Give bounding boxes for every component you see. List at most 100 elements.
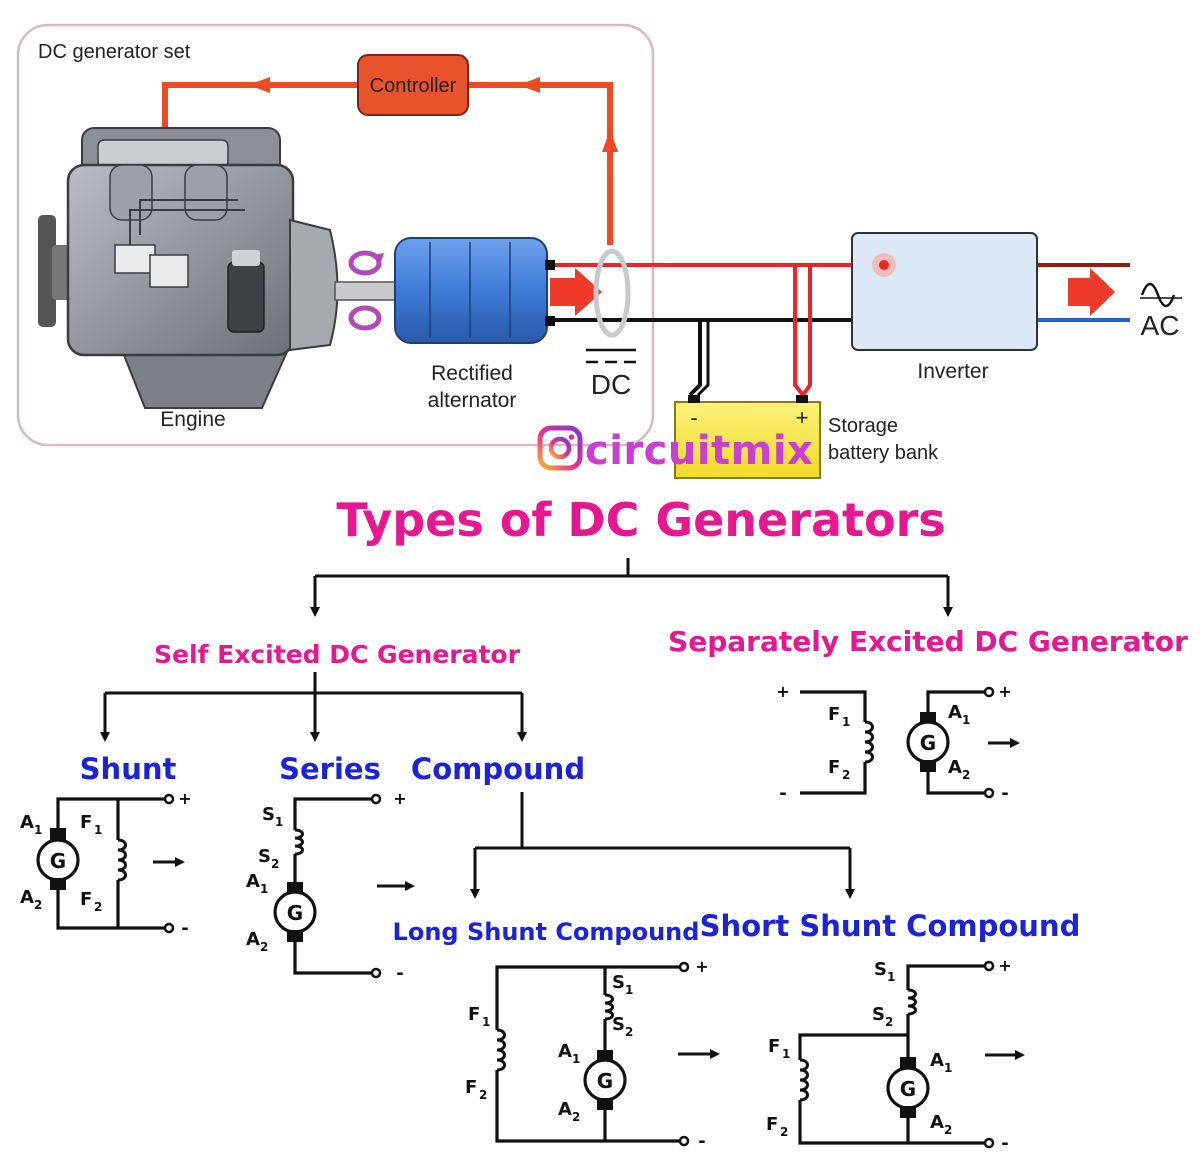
generator-set-label: DC generator set (38, 41, 191, 63)
terminal-label: F (768, 1036, 780, 1057)
engine-illustration (38, 127, 406, 409)
long-shunt-label: Long Shunt Compound (393, 918, 700, 946)
terminal-subscript: 2 (94, 900, 102, 914)
minus-sign: - (1001, 1133, 1008, 1154)
terminal-label: S (258, 846, 271, 867)
shunt-label: Shunt (80, 752, 177, 786)
separately-excited-label: Separately Excited DC Generator (668, 625, 1188, 658)
terminal-subscript: 2 (885, 1015, 893, 1029)
ac-label: AC (1141, 310, 1180, 341)
terminal-subscript: 1 (782, 1047, 790, 1061)
dc-wiring (550, 248, 1038, 397)
plus-sign: + (178, 789, 191, 808)
controller-box (357, 54, 469, 116)
plus-sign: + (998, 956, 1011, 975)
terminal-subscript: 2 (842, 768, 850, 782)
instagram-icon (537, 425, 583, 471)
controller-label: Controller (370, 75, 457, 97)
terminal-label: A (930, 1050, 944, 1071)
terminal-subscript: 2 (572, 1110, 580, 1124)
terminal-subscript: 2 (479, 1088, 487, 1102)
battery-minus: - (690, 405, 697, 430)
terminal-label: A (20, 812, 34, 833)
plus-sign: + (998, 682, 1011, 701)
short-shunt-label: Short Shunt Compound (700, 909, 1081, 943)
gen-symbol: G (597, 1069, 613, 1093)
plus-sign: + (776, 682, 789, 701)
terminal-subscript: 1 (962, 713, 970, 727)
terminal-subscript: 2 (962, 768, 970, 782)
types-title: Types of DC Generators (336, 493, 945, 547)
inverter-label: Inverter (917, 360, 988, 383)
terminal-subscript: 2 (625, 1025, 633, 1039)
gen-symbol: G (287, 901, 303, 925)
terminal-label: A (558, 1099, 572, 1120)
terminal-subscript: 2 (780, 1125, 788, 1139)
shunt-schematic: G + - A 1 A 2 F 1 F 2 (20, 789, 192, 939)
terminal-label: S (612, 972, 625, 993)
terminal-subscript: 2 (271, 857, 279, 871)
minus-sign: - (698, 1131, 705, 1152)
terminal-label: F (80, 889, 92, 910)
classification-tree (100, 558, 953, 899)
terminal-subscript: 2 (944, 1123, 952, 1137)
terminal-subscript: 2 (34, 898, 42, 912)
alternator-label-2: alternator (428, 389, 517, 412)
dc-label: DC (591, 369, 631, 400)
plus-sign: + (393, 789, 406, 808)
minus-sign: - (396, 963, 403, 984)
battery-bank: - + (674, 395, 821, 479)
plus-sign: + (695, 957, 708, 976)
generator-set-diagram: DC generator set Controller (16, 23, 1182, 479)
terminal-subscript: 1 (482, 1015, 490, 1029)
terminal-label: S (612, 1014, 625, 1035)
battery-label-1: Storage (828, 415, 898, 437)
ac-sine-icon (1140, 282, 1182, 308)
battery-label-2: battery bank (828, 442, 939, 464)
engine-label: Engine (160, 408, 225, 431)
battery-plus: + (796, 405, 809, 430)
terminal-label: A (558, 1041, 572, 1062)
terminal-label: F (828, 704, 840, 725)
watermark-text: circuitmix (585, 428, 813, 474)
terminal-label: S (262, 804, 275, 825)
inverter (851, 232, 1130, 351)
terminal-subscript: 1 (842, 715, 850, 729)
self-excited-label: Self Excited DC Generator (154, 640, 521, 669)
terminal-label: F (766, 1114, 778, 1135)
terminal-label: A (948, 757, 962, 778)
short-shunt-schematic: G + - S 1 S 2 F 1 F 2 A 1 A 2 (766, 956, 1025, 1154)
terminal-label: F (468, 1004, 480, 1025)
terminal-subscript: 1 (34, 823, 42, 837)
terminal-subscript: 1 (275, 815, 283, 829)
gen-symbol: G (900, 1077, 916, 1101)
minus-sign: - (779, 783, 786, 804)
terminal-subscript: 2 (260, 940, 268, 954)
minus-sign: - (1001, 783, 1008, 804)
terminal-subscript: 1 (260, 882, 268, 896)
series-label: Series (279, 752, 381, 786)
alternator-illustration (394, 237, 555, 344)
series-schematic: G + - S 1 S 2 A 1 A 2 (246, 789, 415, 984)
terminal-label: F (80, 812, 92, 833)
separately-excited-schematic: G + - + - F 1 F 2 A 1 A 2 (776, 682, 1020, 804)
terminal-subscript: 1 (887, 970, 895, 984)
terminal-subscript: 1 (944, 1061, 952, 1075)
minus-sign: - (181, 918, 188, 939)
terminal-label: S (872, 1004, 885, 1025)
long-shunt-schematic: G + - F 1 F 2 S 1 S 2 A 1 A 2 (465, 957, 720, 1152)
terminal-subscript: 1 (625, 983, 633, 997)
gen-symbol: G (920, 731, 936, 755)
terminal-label: S (874, 959, 887, 980)
terminal-label: F (465, 1077, 477, 1098)
terminal-label: F (828, 757, 840, 778)
terminal-label: A (930, 1112, 944, 1133)
compound-label: Compound (411, 752, 585, 786)
terminal-label: A (246, 929, 260, 950)
terminal-label: A (246, 871, 260, 892)
terminal-label: A (948, 702, 962, 723)
terminal-subscript: 1 (94, 823, 102, 837)
terminal-label: A (20, 887, 34, 908)
gen-symbol: G (50, 849, 66, 873)
